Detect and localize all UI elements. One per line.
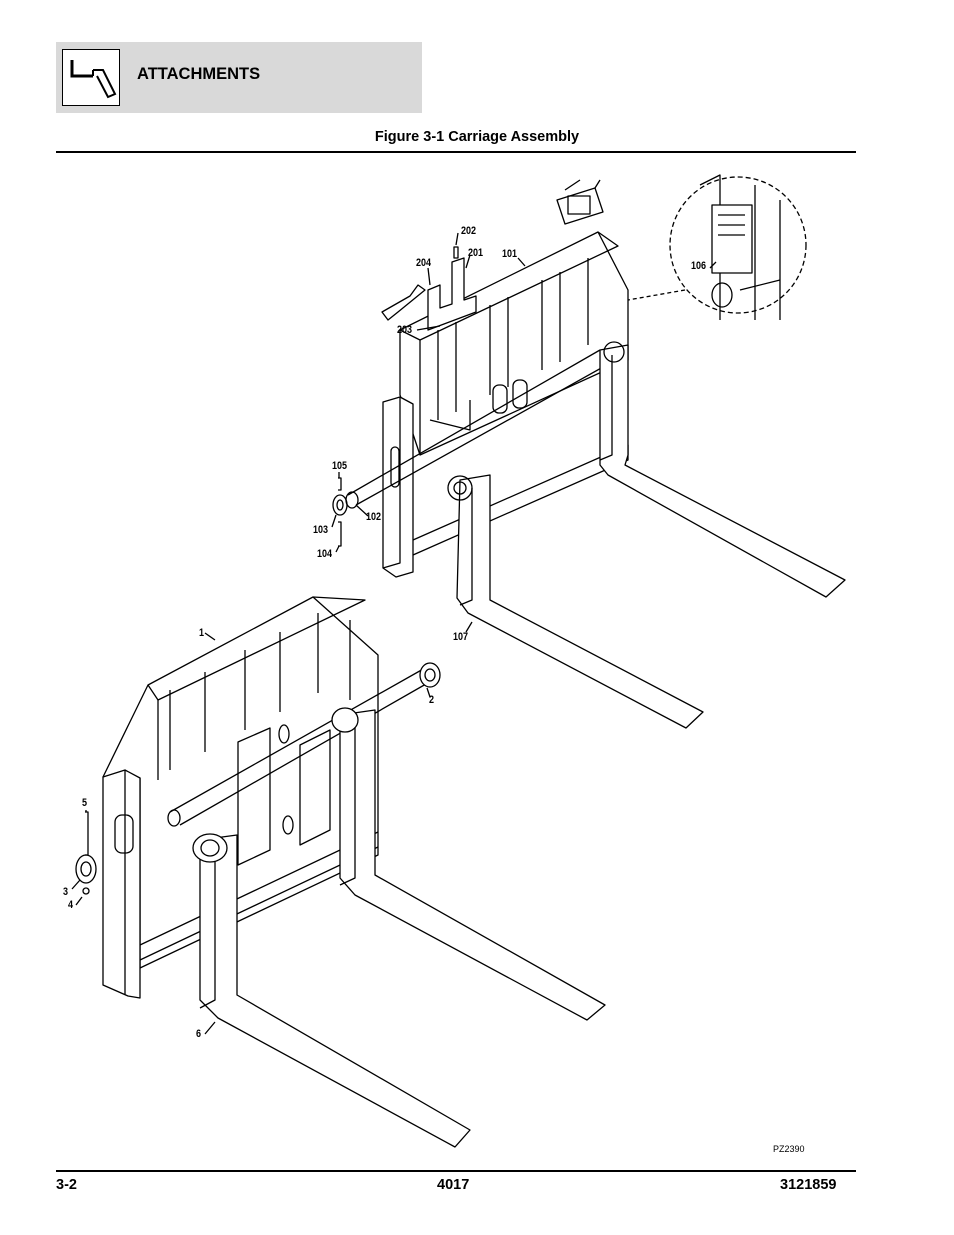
callout-202: 202 bbox=[461, 225, 477, 237]
callout-6: 6 bbox=[196, 1028, 202, 1040]
callout-103: 103 bbox=[313, 524, 329, 536]
callout-4: 4 bbox=[68, 899, 74, 911]
figure-title: Figure 3-1 Carriage Assembly bbox=[374, 129, 580, 145]
callout-107: 107 bbox=[453, 631, 469, 643]
callout-1: 1 bbox=[199, 627, 205, 639]
header-rule bbox=[56, 151, 856, 153]
callout-101: 101 bbox=[502, 248, 518, 260]
section-title: ATTACHMENTS bbox=[137, 65, 261, 83]
callout-3: 3 bbox=[63, 886, 69, 898]
footer-rule bbox=[56, 1170, 856, 1172]
callout-203: 203 bbox=[397, 324, 413, 336]
callout-204: 204 bbox=[416, 257, 432, 269]
callout-102: 102 bbox=[366, 511, 382, 523]
model-number: 4017 bbox=[437, 1177, 470, 1193]
fork-attachment-icon bbox=[62, 49, 120, 106]
callout-5: 5 bbox=[82, 797, 88, 809]
drawing-id: PZ2390 bbox=[773, 1144, 805, 1154]
callout-106: 106 bbox=[691, 260, 707, 272]
page-number: 3-2 bbox=[56, 1177, 77, 1193]
callout-104: 104 bbox=[317, 548, 333, 560]
callout-2: 2 bbox=[429, 694, 435, 706]
callout-201: 201 bbox=[468, 247, 484, 259]
manual-number: 3121859 bbox=[780, 1177, 837, 1193]
callout-105: 105 bbox=[332, 460, 348, 472]
